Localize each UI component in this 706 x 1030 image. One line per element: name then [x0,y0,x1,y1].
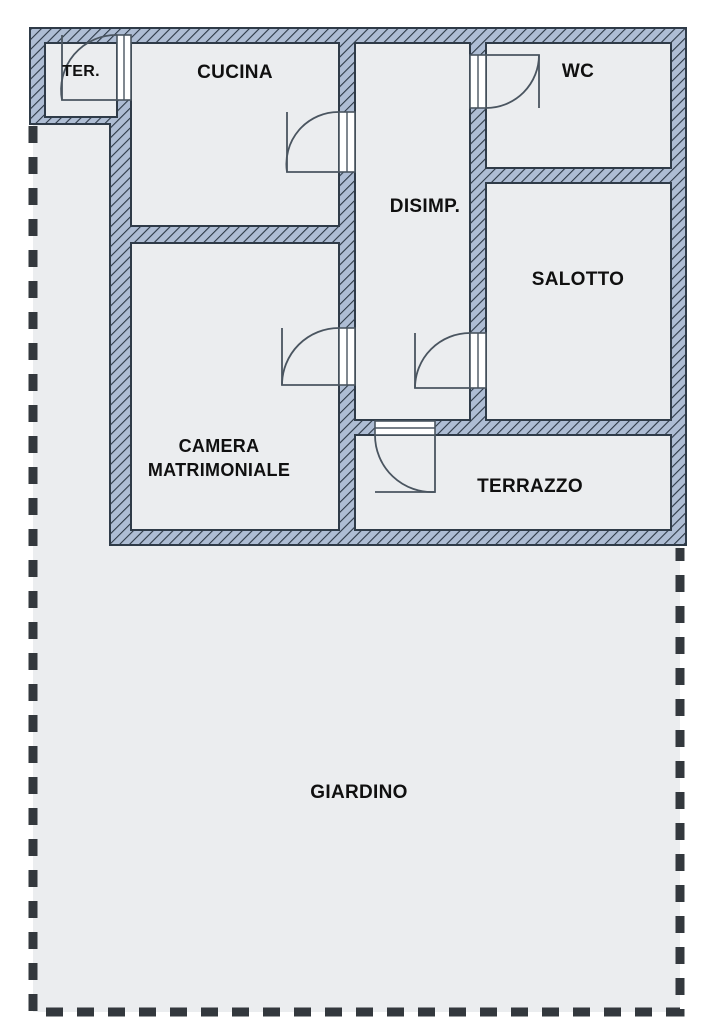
room-label-wc: WC [562,61,594,82]
room-label-salotto: SALOTTO [532,269,625,290]
room-label-cucina: CUCINA [197,62,273,83]
door-camera [281,327,356,386]
room-label-camera-line1: CAMERA [179,436,260,456]
door-cucina [285,111,356,173]
door-ter [60,34,132,101]
door-terrazzo [374,420,436,493]
room-label-ter: TER. [62,63,100,80]
room-label-disimp: DISIMP. [390,196,460,217]
door-salotto [414,332,487,389]
property-boundary [28,126,685,1017]
room-labels: TER. CUCINA WC DISIMP. SALOTTO CAMERA MA… [62,61,624,497]
door-wc [469,54,540,109]
room-label-camera-line2: MATRIMONIALE [148,460,290,480]
room-label-terrazzo: TERRAZZO [477,476,583,497]
